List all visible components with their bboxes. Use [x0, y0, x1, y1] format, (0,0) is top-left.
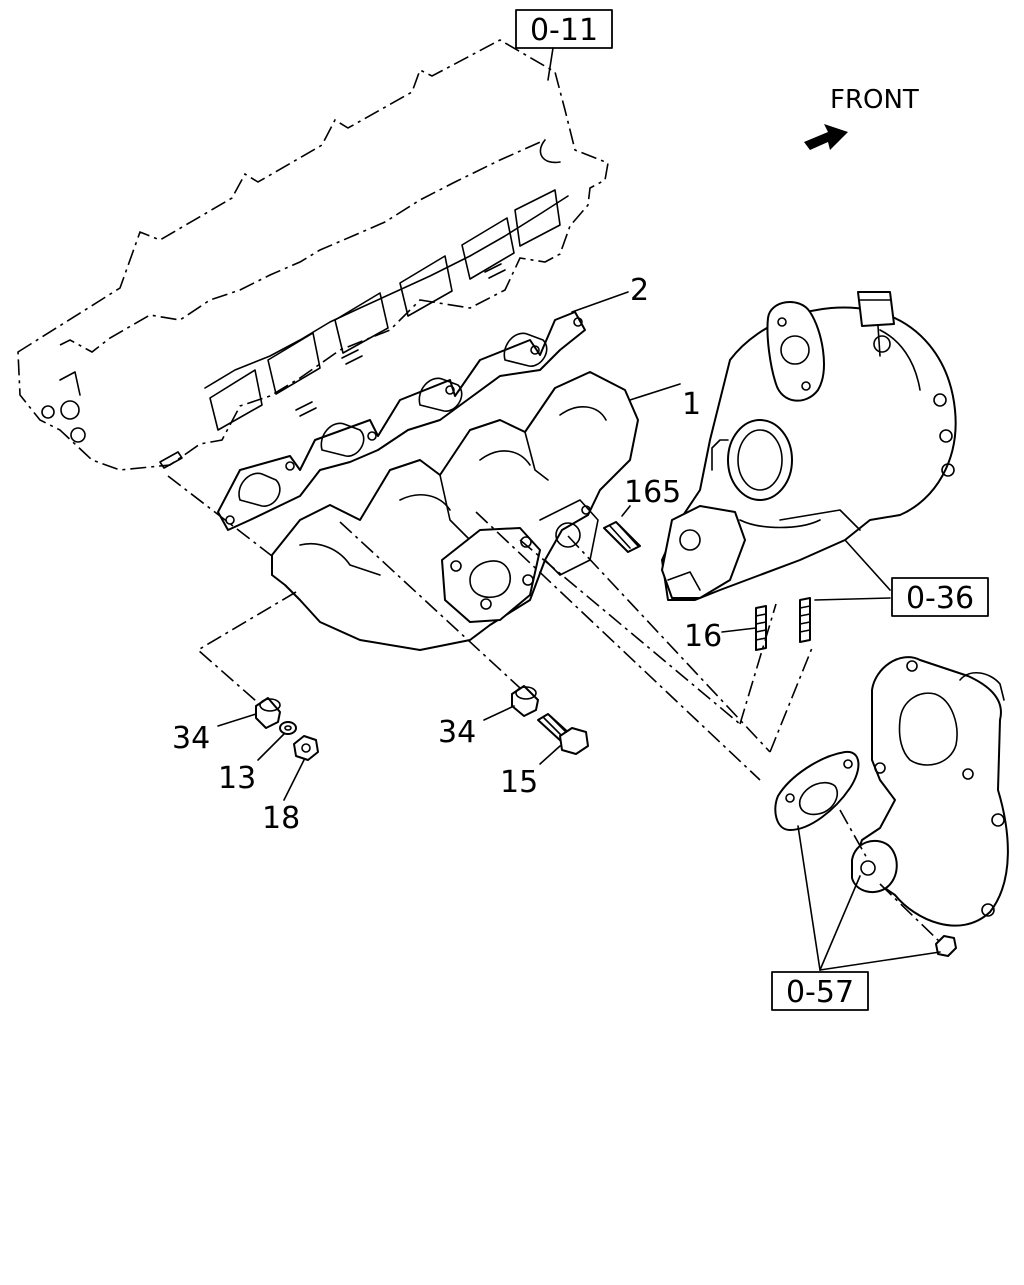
leader-line-1: [629, 383, 681, 401]
callout-18: 18: [262, 801, 300, 836]
callout-34-center: 34: [438, 715, 476, 750]
callout-165: 165: [624, 475, 681, 510]
bolt: [537, 713, 589, 755]
leader-line-34-center: [483, 705, 515, 721]
exhaust-flange-gasket: [774, 750, 860, 831]
reference-box-cylinder-head[interactable]: 0-11: [515, 9, 613, 49]
reference-label-0-36: 0-36: [906, 581, 974, 616]
leader-line-18: [283, 759, 305, 801]
turbocharger: [661, 291, 957, 601]
callout-16: 16: [684, 619, 722, 654]
turbo-stud: [755, 597, 811, 651]
leader-line-2: [571, 291, 629, 313]
front-label: FRONT: [830, 85, 919, 115]
leader-line-0-11: [547, 47, 554, 81]
pipe-nut: [935, 935, 957, 957]
spacer-left: [255, 697, 281, 729]
callout-13: 13: [218, 761, 256, 796]
exhaust-manifold: [271, 371, 639, 651]
cylinder-head-outline: [17, 39, 609, 471]
exhaust-pipe: [851, 656, 1009, 927]
leader-lines-0-57: [797, 825, 941, 971]
arrow-icon: [804, 124, 848, 150]
reference-box-exhaust-pipe[interactable]: 0-57: [771, 971, 869, 1011]
leader-line-0-36-a: [844, 539, 891, 591]
reference-label-0-11: 0-11: [530, 13, 598, 48]
leader-line-13: [257, 733, 285, 761]
leader-line-0-36-b: [814, 597, 891, 601]
leader-line-16: [721, 627, 757, 633]
reference-label-0-57: 0-57: [786, 975, 854, 1010]
callout-1: 1: [682, 387, 701, 422]
callout-2: 2: [630, 273, 649, 308]
nut: [293, 735, 319, 761]
callout-15: 15: [500, 765, 538, 800]
leader-line-15: [539, 745, 561, 765]
washer: [279, 721, 297, 735]
assembly-phantom-lines: [167, 475, 943, 945]
reference-box-turbocharger[interactable]: 0-36: [891, 577, 989, 617]
manifold-gasket: [217, 311, 586, 531]
manifold-stud: [603, 521, 641, 553]
callout-34-left: 34: [172, 721, 210, 756]
leader-line-34-left: [217, 713, 257, 727]
spacer-center: [511, 685, 539, 717]
leader-line-165: [621, 505, 631, 517]
